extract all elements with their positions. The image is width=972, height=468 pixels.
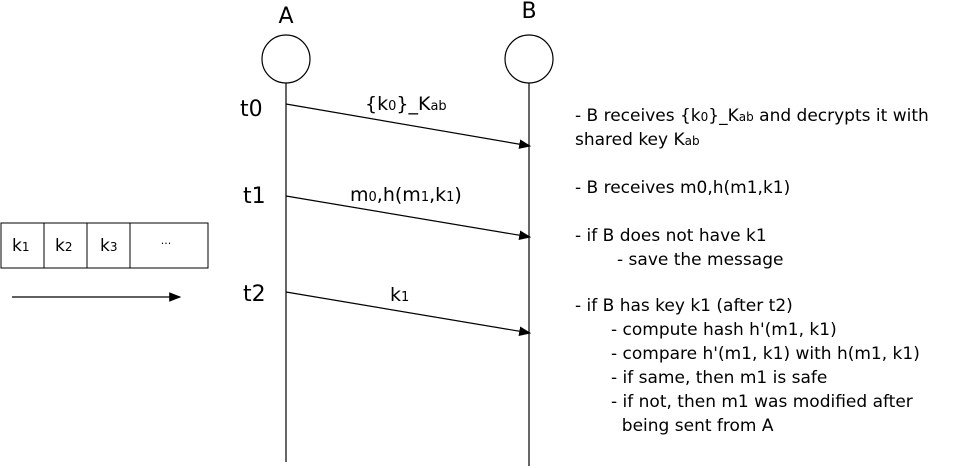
note-1-line-1: - B receives {k0}_Kab and decrypts it wi… [575, 106, 929, 126]
note-4-item: - compare h'(m1, k1) with h(m1, k1) [611, 344, 920, 364]
note-3: - if B does not have k1 [575, 226, 767, 246]
participant-b-circle [504, 34, 554, 84]
note-1-line-2: shared key Kab [575, 130, 700, 150]
message-arrow-t2 [285, 291, 532, 336]
key-cell-k3: k3 [100, 236, 118, 256]
note-4-item: - compute hash h'(m1, k1) [611, 320, 837, 340]
note-4-item: being sent from A [611, 416, 774, 436]
note-2: - B receives m0,h(m1,k1) [575, 178, 791, 198]
participant-a-circle [261, 34, 311, 84]
message-label-t2: k1 [390, 284, 409, 306]
key-cell-ellipsis: ··· [161, 237, 172, 250]
time-label-t0: t0 [240, 97, 263, 122]
note-3-sub: - save the message [617, 250, 784, 270]
key-cell-k1: k1 [12, 236, 30, 256]
key-buffer: k1 k2 k3 ··· [0, 222, 209, 269]
time-label-t1: t1 [243, 184, 266, 209]
note-4-item: - if same, then m1 is safe [611, 368, 828, 388]
message-label-t1: m0,h(m1,k1) [350, 184, 462, 206]
key-cell-k2: k2 [55, 236, 73, 256]
time-label-t2: t2 [243, 282, 266, 307]
note-4: - if B has key k1 (after t2) [575, 296, 793, 316]
note-4-item: - if not, then m1 was modified after [611, 392, 913, 412]
key-buffer-box [0, 222, 209, 269]
participant-b-label: B [521, 0, 536, 24]
message-label-t0: {k0}_Kab [365, 93, 447, 115]
participant-a-label: A [278, 4, 293, 29]
message-arrow-t0 [285, 103, 532, 149]
message-arrow-t1 [285, 195, 532, 240]
